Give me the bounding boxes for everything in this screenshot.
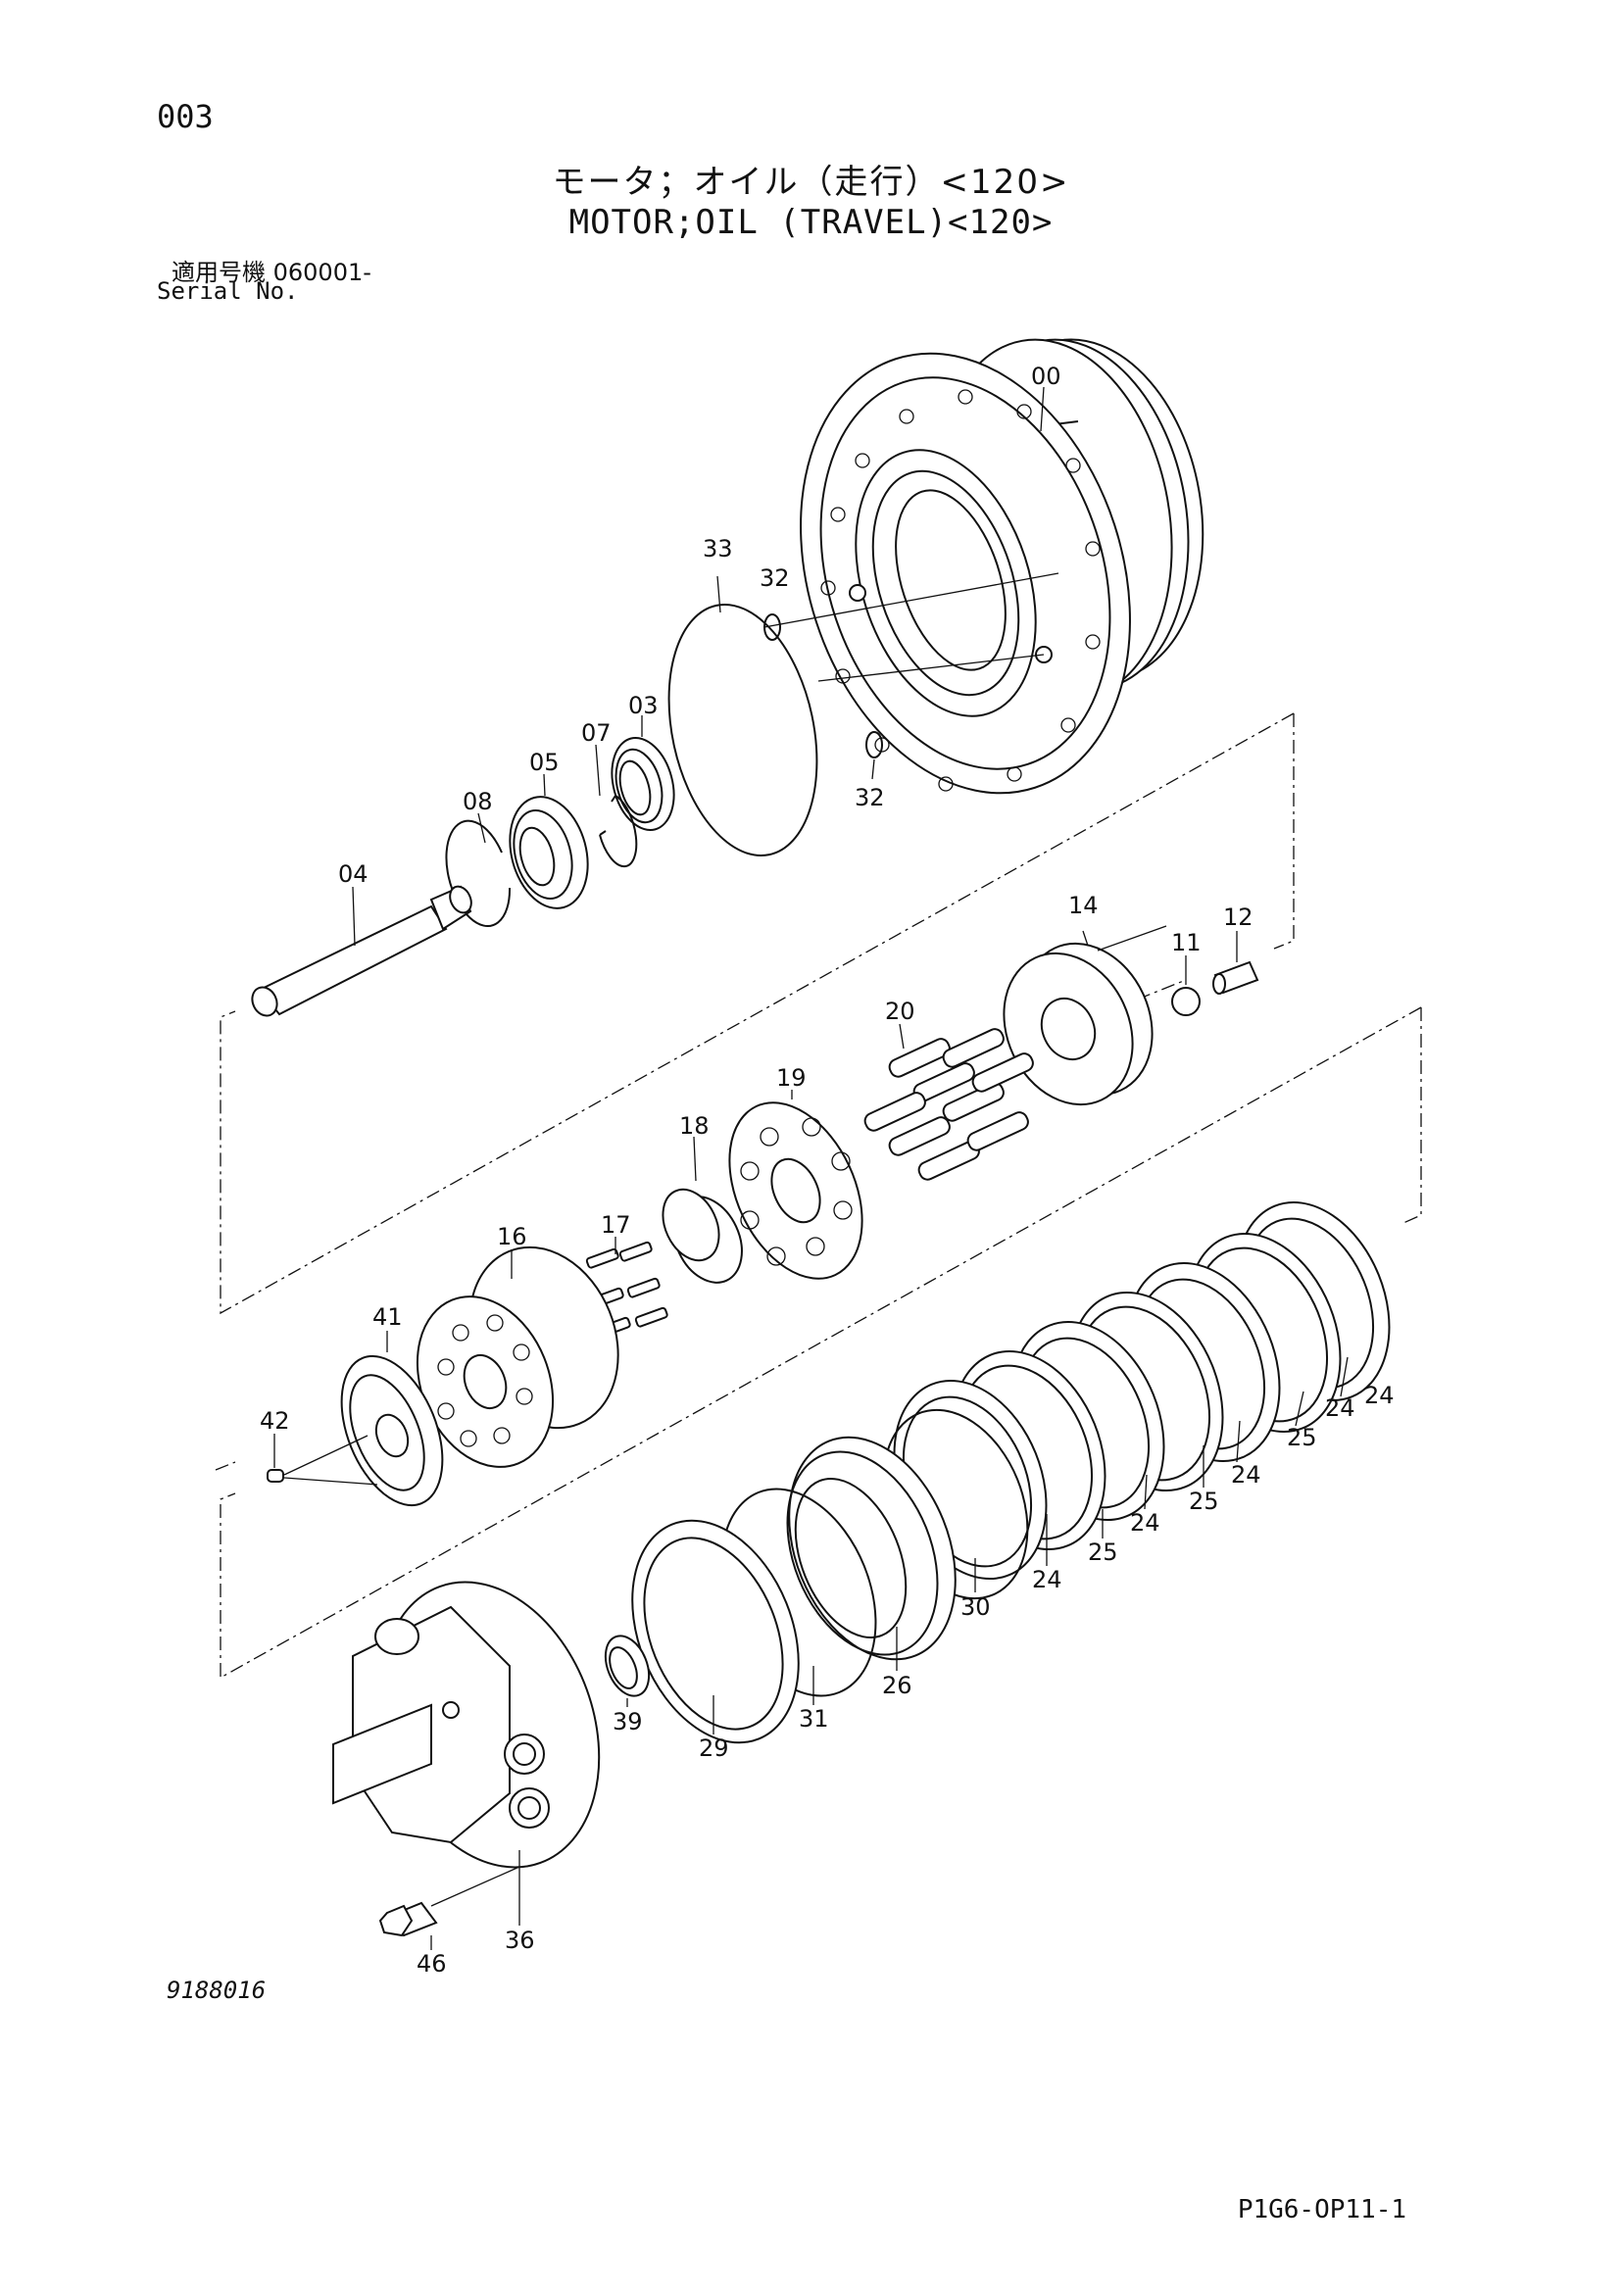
callout-24-b: 24 bbox=[1231, 1461, 1261, 1489]
part-swash-plate-14 bbox=[1003, 942, 1154, 1106]
part-spherical-bush-18 bbox=[662, 1188, 743, 1284]
callout-30: 30 bbox=[960, 1593, 991, 1621]
part-pistons-20 bbox=[863, 1028, 1034, 1181]
callout-11: 11 bbox=[1171, 929, 1202, 956]
serial-applicability-japanese: 適用号機 060001- bbox=[172, 259, 371, 286]
part-retainer-plate-19 bbox=[728, 1101, 863, 1280]
callout-41: 41 bbox=[372, 1303, 403, 1331]
callout-labels: 00 33 32 32 03 07 05 08 04 14 11 12 20 1… bbox=[260, 363, 1395, 1978]
callout-17: 17 bbox=[601, 1211, 631, 1239]
callout-18: 18 bbox=[679, 1112, 710, 1140]
part-plug-46 bbox=[378, 1901, 438, 1937]
callout-05: 05 bbox=[529, 749, 560, 776]
part-bearing-05 bbox=[509, 796, 589, 909]
callout-04: 04 bbox=[338, 860, 369, 888]
callout-25-a: 25 bbox=[1287, 1424, 1317, 1451]
page-number: 003 bbox=[157, 98, 214, 135]
part-rear-flange-36 bbox=[332, 1581, 601, 1869]
page-code: P1G6-OP11-1 bbox=[1237, 2195, 1406, 2224]
callout-20: 20 bbox=[885, 998, 915, 1025]
callout-29: 29 bbox=[699, 1734, 729, 1762]
callout-26: 26 bbox=[882, 1672, 912, 1699]
part-oil-seal-03 bbox=[611, 736, 675, 832]
assembly-guide-lines bbox=[215, 712, 1422, 1680]
part-shaft-04 bbox=[251, 885, 472, 1017]
part-needle-bearing-39 bbox=[604, 1635, 651, 1697]
callout-32-lower: 32 bbox=[855, 784, 885, 811]
callout-08: 08 bbox=[463, 788, 493, 815]
callout-07: 07 bbox=[581, 719, 612, 747]
callout-39: 39 bbox=[613, 1708, 643, 1735]
part-ball-11 bbox=[1171, 987, 1201, 1016]
part-brake-piston-26 bbox=[786, 1436, 957, 1661]
callout-25-c: 25 bbox=[1088, 1539, 1118, 1566]
page-title-japanese: モータ；オイル（走行）<120> bbox=[552, 163, 1070, 202]
callout-00: 00 bbox=[1031, 363, 1061, 390]
callout-16: 16 bbox=[497, 1223, 527, 1250]
part-snap-ring-07 bbox=[599, 795, 638, 868]
drawing-number: 9188016 bbox=[167, 1977, 267, 2004]
part-cylinder-block-16 bbox=[416, 1246, 619, 1468]
callout-32-upper: 32 bbox=[760, 564, 790, 592]
callout-24-e: 24 bbox=[1325, 1394, 1355, 1422]
callout-46: 46 bbox=[417, 1950, 447, 1978]
part-retaining-ring-08 bbox=[445, 819, 512, 927]
part-valve-plate-41 bbox=[340, 1354, 444, 1507]
callout-24-c: 24 bbox=[1130, 1509, 1160, 1537]
part-hub-housing-00 bbox=[800, 338, 1204, 795]
page-title-english: MOTOR;OIL (TRAVEL)<120> bbox=[568, 203, 1054, 242]
callout-31: 31 bbox=[799, 1705, 829, 1733]
callout-25-b: 25 bbox=[1189, 1488, 1219, 1515]
callout-42: 42 bbox=[260, 1407, 290, 1435]
callout-24-d: 24 bbox=[1032, 1566, 1062, 1593]
leader-lines bbox=[273, 386, 1349, 1950]
part-pin-42 bbox=[267, 1435, 378, 1486]
callout-36: 36 bbox=[505, 1927, 535, 1954]
callout-19: 19 bbox=[776, 1064, 807, 1092]
callout-03: 03 bbox=[628, 692, 659, 719]
callout-14: 14 bbox=[1068, 892, 1099, 919]
callout-24-a: 24 bbox=[1364, 1382, 1395, 1409]
callout-33: 33 bbox=[703, 535, 733, 562]
serial-label-english: Serial No. bbox=[157, 277, 299, 305]
callout-12: 12 bbox=[1223, 904, 1253, 931]
part-o-ring-32-lower bbox=[865, 731, 883, 758]
part-o-ring-33 bbox=[667, 603, 818, 857]
part-pin-12 bbox=[1212, 960, 1259, 995]
